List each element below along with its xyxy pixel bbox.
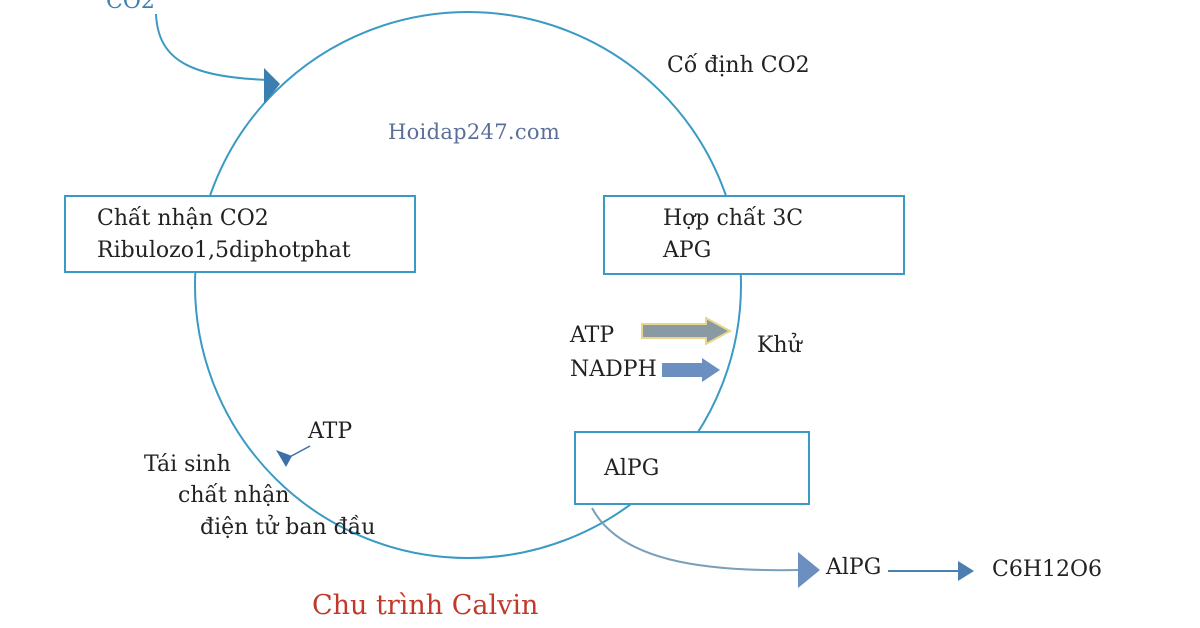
co2-acceptor-box: Chất nhận CO2 Ribulozo1,5diphotphat <box>64 195 416 273</box>
regeneration-atp-label: ATP <box>308 419 353 444</box>
fixation-label: Cố định CO2 <box>667 53 810 78</box>
output-alpg-label: AlPG <box>826 555 882 580</box>
acceptor-line-2: Ribulozo1,5diphotphat <box>97 238 351 263</box>
regeneration-line-1: Tái sinh <box>144 452 231 477</box>
alpg-output-arrow <box>591 507 801 572</box>
glucose-arrowhead <box>958 561 974 581</box>
compound-line-2: APG <box>663 238 712 263</box>
co2-input-arrow <box>155 13 273 81</box>
alpg-box: AlPG <box>574 431 810 505</box>
watermark-text: Hoidap247.com <box>388 120 561 144</box>
co2-arrowhead <box>264 68 280 104</box>
alpg-output-arrowhead <box>798 552 820 588</box>
atp-reduction-arrow <box>641 316 733 346</box>
regeneration-line-2: chất nhận <box>178 483 290 508</box>
output-glucose-label: C6H12O6 <box>992 557 1103 582</box>
nadph-reduction-arrow <box>662 358 720 382</box>
reduction-atp-label: ATP <box>570 323 615 348</box>
regeneration-atp-arrowhead <box>276 450 292 467</box>
reduction-nadph-label: NADPH <box>570 357 657 382</box>
compound-3c-box: Hợp chất 3C APG <box>603 195 905 275</box>
co2-input-label: CO2 <box>106 0 155 14</box>
compound-line-1: Hợp chất 3C <box>663 206 804 231</box>
reduction-label: Khử <box>757 333 802 358</box>
acceptor-line-1: Chất nhận CO2 <box>97 206 269 231</box>
calvin-cycle-circle <box>194 11 742 559</box>
regeneration-line-3: điện tử ban đầu <box>200 515 376 540</box>
alpg-box-label: AlPG <box>604 456 660 481</box>
diagram-title: Chu trình Calvin <box>312 590 539 621</box>
